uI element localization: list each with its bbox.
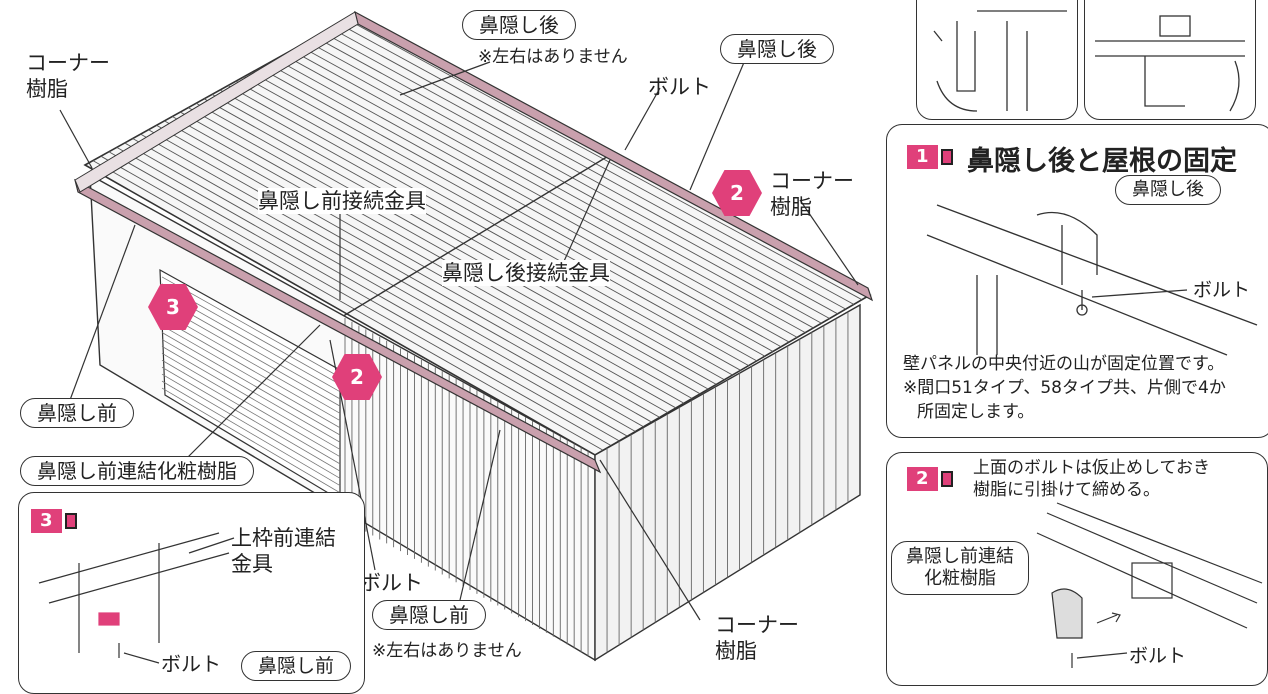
panel-3-bracket-label: 上枠前連結金具 bbox=[231, 526, 336, 576]
roof-rib bbox=[148, 129, 660, 418]
roof-rib bbox=[235, 80, 749, 366]
corner-resin-label-left: コーナー樹脂 bbox=[26, 51, 110, 101]
roof-rib bbox=[346, 19, 863, 301]
rotate-left-diagram bbox=[933, 10, 1067, 112]
roof-rib bbox=[188, 107, 701, 395]
roof-rib bbox=[219, 89, 733, 376]
panel-1-note-3: 所固定します。 bbox=[917, 402, 1035, 422]
panel-fascia-roof-fixing: 1 鼻隠し後と屋根の固定 鼻隠し後 ボルト 壁パネルの中央付近の山が固定位置です… bbox=[886, 124, 1268, 438]
panel-3-diagram bbox=[38, 532, 235, 664]
roof-rib bbox=[100, 155, 612, 446]
panel-3-badge: 3 bbox=[31, 509, 77, 533]
panel-1-diagram bbox=[926, 204, 1258, 356]
front-fascia-pill-bottom: 鼻隠し前 bbox=[372, 600, 486, 630]
roof-rib bbox=[140, 133, 652, 423]
panel-1-title: 鼻隠し後と屋根の固定 bbox=[967, 146, 1237, 177]
shutter-slat bbox=[161, 387, 341, 494]
panel-3-fascia-pill: 鼻隠し前 bbox=[241, 651, 352, 681]
shutter-slat bbox=[161, 318, 341, 421]
panel-1-bolt-label: ボルト bbox=[1193, 279, 1251, 301]
roof-rib bbox=[338, 23, 855, 305]
panel-2-text-2: 樹脂に引掛けて締める。 bbox=[973, 480, 1160, 500]
panel-2-diagram bbox=[1036, 502, 1263, 668]
panel-trim-resin-bolt: 2 上面のボルトは仮止めしておき 樹脂に引掛けて締める。 鼻隠し前連結化粧樹脂 … bbox=[886, 452, 1268, 686]
roof-rib bbox=[92, 160, 604, 451]
shutter-slat bbox=[161, 359, 341, 465]
roof-rib bbox=[180, 111, 693, 399]
bolt-label-center: ボルト bbox=[360, 571, 423, 595]
shutter-slat bbox=[161, 352, 341, 458]
roof-rib bbox=[227, 85, 741, 371]
roof-rib bbox=[108, 151, 620, 442]
roof-rib bbox=[124, 142, 636, 432]
shutter-slat bbox=[161, 339, 341, 443]
shutter-slat bbox=[161, 373, 341, 479]
roof-rib bbox=[203, 98, 717, 385]
shutter-slat bbox=[161, 332, 341, 436]
front-connect-trim-resin-pill: 鼻隠し前連結化粧樹脂 bbox=[20, 456, 254, 486]
shutter-slat bbox=[161, 346, 341, 450]
shutter-slat bbox=[161, 276, 341, 378]
panel-1-note-1: 壁パネルの中央付近の山が固定位置です。 bbox=[903, 354, 1225, 374]
shed-illustration bbox=[59, 10, 874, 662]
roof-rib bbox=[164, 120, 677, 409]
shutter-slat bbox=[161, 380, 341, 486]
camera-2-icon: 2 bbox=[907, 467, 938, 491]
shutter-slat bbox=[161, 304, 341, 407]
back-fascia-pill-center: 鼻隠し後 bbox=[462, 10, 576, 40]
shutter-slat bbox=[161, 366, 341, 472]
detail-view-rotate-left bbox=[916, 0, 1078, 120]
no-left-right-note-bottom: ※左右はありません bbox=[372, 641, 522, 661]
roof-rib bbox=[275, 58, 790, 343]
marker-2-lower: 2 bbox=[332, 354, 382, 400]
front-joint-bracket-label: 鼻隠し前接続金具 bbox=[258, 188, 426, 214]
panel-2-text-1: 上面のボルトは仮止めしておき bbox=[973, 458, 1210, 478]
roof-rib bbox=[211, 94, 725, 381]
back-fascia-pill-right: 鼻隠し後 bbox=[720, 34, 834, 64]
roof-rib bbox=[156, 124, 669, 414]
roof-rib bbox=[132, 138, 644, 428]
panel-1-fascia-pill: 鼻隠し後 bbox=[1115, 175, 1221, 205]
roof-rib bbox=[172, 116, 685, 404]
panel-1-badge: 1 bbox=[907, 145, 953, 169]
corner-resin-label-right-bottom: コーナー樹脂 bbox=[715, 613, 799, 663]
panel-2-badge: 2 bbox=[907, 467, 953, 491]
rotate-down-diagram bbox=[1095, 15, 1245, 112]
camera-1-icon: 1 bbox=[907, 145, 938, 169]
no-left-right-note-top: ※左右はありません bbox=[478, 47, 628, 67]
shutter-slat bbox=[161, 311, 341, 414]
roof-rib bbox=[283, 54, 798, 338]
front-fascia-pill-left: 鼻隠し前 bbox=[20, 398, 134, 428]
roof-rib bbox=[116, 146, 628, 437]
roof-rib bbox=[195, 102, 709, 390]
roof-rib bbox=[267, 63, 782, 348]
roof-rib bbox=[259, 67, 774, 352]
panel-1-note-2: ※間口51タイプ、58タイプ共、片側で4か bbox=[903, 378, 1226, 398]
bolt-label-top: ボルト bbox=[648, 75, 711, 99]
panel-2-trim-resin-pill: 鼻隠し前連結化粧樹脂 bbox=[891, 541, 1029, 595]
panel-2-bolt-label: ボルト bbox=[1129, 645, 1187, 667]
camera-3-icon: 3 bbox=[31, 509, 62, 533]
roof-rib bbox=[243, 76, 757, 362]
panel-upper-frame-bracket: 3 上枠前連結金具 ボルト 鼻隠し前 bbox=[18, 492, 365, 694]
panel-3-bolt-label: ボルト bbox=[161, 652, 221, 676]
detail-view-rotate-down bbox=[1084, 0, 1256, 120]
back-joint-bracket-label: 鼻隠し後接続金具 bbox=[442, 260, 610, 286]
corner-resin-label-right-top: コーナー樹脂 bbox=[770, 169, 854, 219]
shutter-slat bbox=[161, 325, 341, 429]
roof-rib bbox=[251, 71, 766, 357]
